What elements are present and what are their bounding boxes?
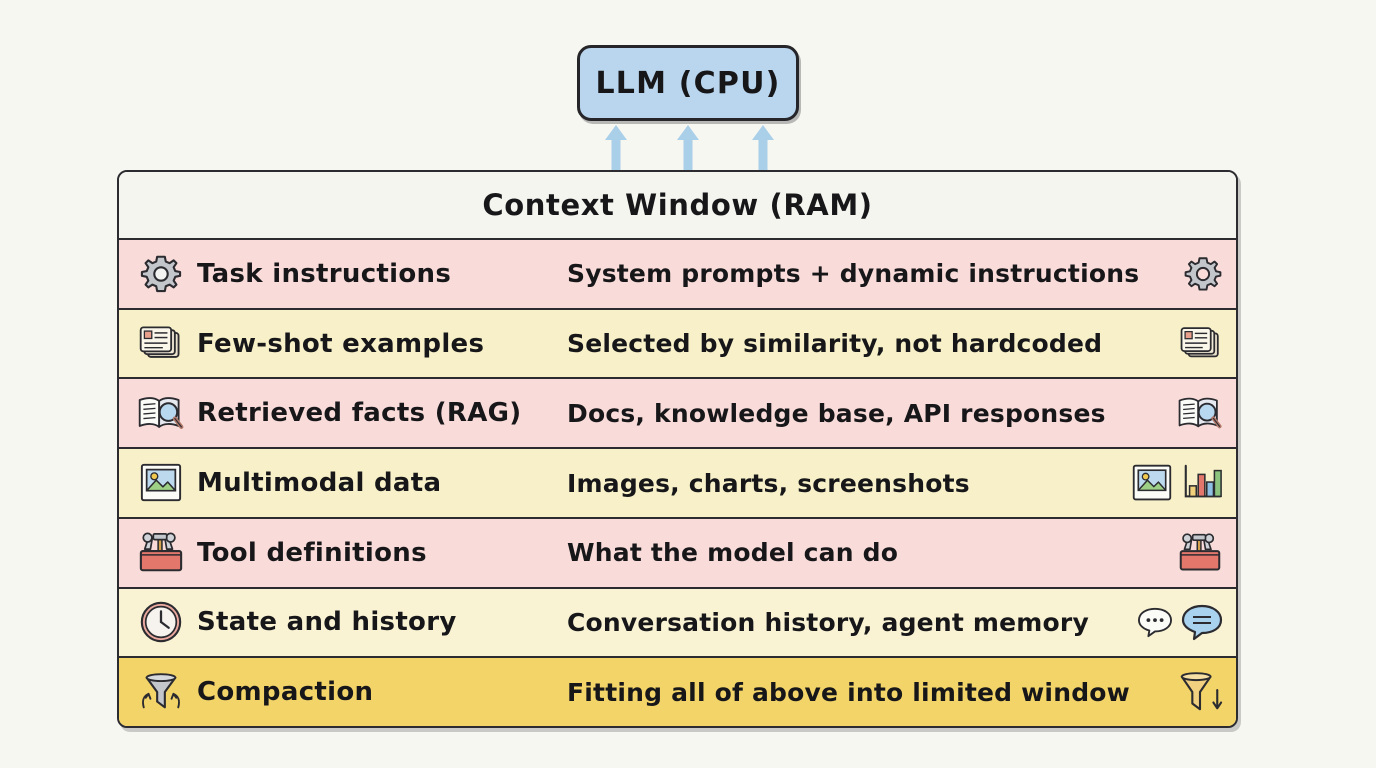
table-row[interactable]: Compaction Fitting all of above into lim… [119,658,1236,726]
gear-icon [133,251,189,297]
row-right-icons [1168,324,1236,364]
row-right-icons [1136,602,1236,642]
book-search-icon [1176,392,1224,434]
upward-arrow-1 [603,124,629,172]
table-row[interactable]: Tool definitions What the model can do [119,518,1236,589]
clock-icon [133,599,189,645]
upward-arrow-3 [750,124,776,172]
row-description: Selected by similarity, not hardcoded [567,329,1103,359]
book-search-icon [133,391,189,435]
context-window-panel: Context Window (RAM) Task instructions S… [117,170,1238,728]
table-row[interactable]: Task instructions System prompts + dynam… [119,240,1236,310]
gear-icon [1182,253,1224,295]
row-label: Multimodal data [197,468,442,499]
photo-icon [133,461,189,505]
toolbox-icon [133,530,189,576]
row-description: What the model can do [567,538,899,568]
stacked-cards-icon [133,323,189,365]
table-row[interactable]: State and history Conversation history, … [119,588,1236,659]
funnel-arrows-icon [133,669,189,715]
bar-chart-icon [1180,462,1224,504]
context-window-header: Context Window (RAM) [119,172,1236,240]
speech-bubble-lines-icon [1180,602,1224,642]
row-label: Few-shot examples [197,328,485,359]
row-description: Docs, knowledge base, API responses [567,398,1106,428]
row-label: Compaction [197,677,374,708]
toolbox-icon [1176,531,1224,575]
row-right-icons [1168,253,1236,295]
row-description: Conversation history, agent memory [567,607,1089,637]
llm-cpu-box: LLM (CPU) [577,45,799,121]
row-description: System prompts + dynamic instructions [567,259,1140,289]
row-description: Fitting all of above into limited window [567,677,1130,707]
upward-arrow-2 [675,124,701,172]
table-row[interactable]: Few-shot examples Selected by similarity… [119,309,1236,380]
row-right-icons [1130,462,1236,504]
row-right-icons [1168,669,1236,715]
table-row[interactable]: Retrieved facts (RAG) Docs, knowledge ba… [119,379,1236,450]
speech-bubble-dots-icon [1136,605,1174,639]
row-right-icons [1168,531,1236,575]
row-label: Retrieved facts (RAG) [197,398,522,429]
stacked-cards-icon [1178,324,1224,364]
page-title: Context Window (RAM) [482,188,873,222]
llm-cpu-label: LLM (CPU) [595,65,781,101]
row-right-icons [1168,392,1236,434]
row-label: State and history [197,607,457,638]
table-row[interactable]: Multimodal data Images, charts, screensh… [119,449,1236,519]
row-label: Task instructions [197,258,452,289]
funnel-down-arrow-icon [1176,669,1224,715]
row-description: Images, charts, screenshots [567,468,970,498]
photo-icon [1130,462,1174,504]
row-label: Tool definitions [197,537,427,568]
